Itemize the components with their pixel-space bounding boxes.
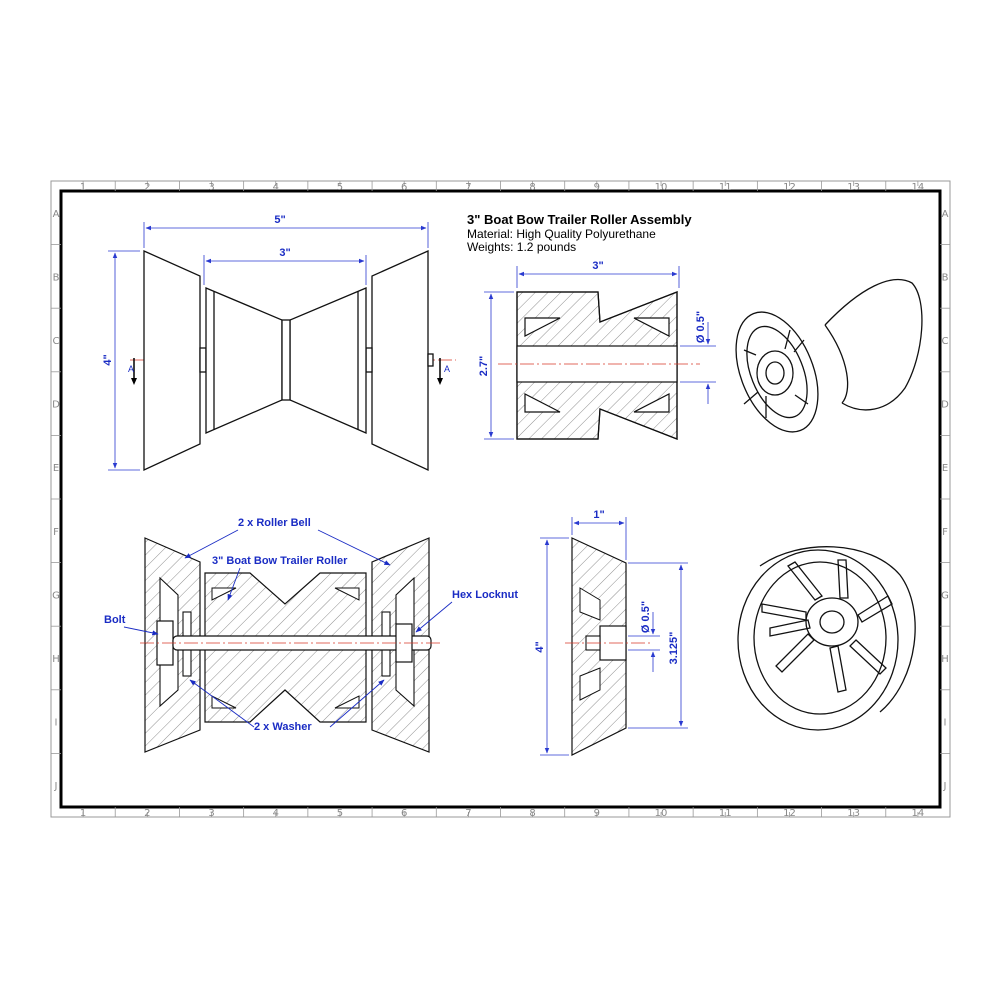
zone-column-label: 3 [208,808,214,819]
zone-column-label: 14 [912,808,925,819]
roller-cavity [524,317,561,337]
dim-roller-bore-label: Ø 0.5" [695,311,707,343]
zone-row-label: A [53,209,60,220]
zone-column-label: 12 [783,182,796,193]
zone-column-label: 14 [912,182,925,193]
svg-text:A: A [444,364,450,374]
zone-column-label: 6 [401,182,407,193]
left-bell [143,249,201,472]
section-mark-right: A [437,358,450,385]
left-hub [199,347,207,373]
zone-row-label: B [942,272,949,283]
zone-row-label: A [942,209,949,220]
zone-column-label: 5 [337,808,343,819]
material-note: Material: High Quality Polyurethane [467,227,656,241]
right-hub [365,347,373,373]
svg-text:A: A [128,364,134,374]
zone-row-label: E [53,463,59,474]
section-mark-left: A [128,358,137,385]
dim-height-label: 4" [102,354,114,365]
zone-row-label: I [55,718,58,729]
front-view: A A 5" 3" 4" [102,214,456,472]
zone-row-label: C [53,336,60,347]
roller-right-half [289,287,367,434]
zone-row-label: C [942,336,949,347]
weight-note: Weights: 1.2 pounds [467,240,576,254]
zone-row-label: I [944,718,947,729]
zone-column-label: 2 [144,182,150,193]
right-bell [371,249,429,472]
zone-column-label: 7 [465,808,471,819]
bolt-end [427,353,434,367]
zone-row-label: J [54,781,58,792]
zone-row-label: G [52,590,60,601]
dim-roller-width-label: 3" [279,247,290,259]
zone-row-label: E [942,463,948,474]
zone-column-label: 8 [529,182,535,193]
zone-column-label: 7 [465,182,471,193]
zone-column-label: 10 [655,182,668,193]
roller-cavity [633,393,670,413]
zone-column-label: 11 [719,808,732,819]
roller-center-band [281,319,291,401]
zone-column-label: 1 [80,182,86,193]
roller-cavity [633,317,670,337]
callout-bolt: Bolt [104,614,126,626]
dim-bell-width-label: 1" [593,509,604,521]
zone-column-label: 2 [144,808,150,819]
zone-row-label: D [52,400,60,411]
title-block: 3" Boat Bow Trailer Roller Assembly Mate… [467,212,692,254]
zone-column-label: 5 [337,182,343,193]
zone-row-label: H [52,654,60,665]
zone-row-label: J [943,781,947,792]
zone-row-label: H [941,654,949,665]
zone-column-label: 12 [783,808,796,819]
zone-row-label: G [941,590,949,601]
callout-roller-bell: 2 x Roller Bell [238,517,311,529]
isometric-view-bottom [737,546,916,731]
zone-column-label: 9 [594,808,600,819]
zone-column-label: 10 [655,808,668,819]
zone-column-label: 1 [80,808,86,819]
isometric-view-top [735,278,923,433]
zone-column-label: 13 [847,808,860,819]
roller-left-half [205,287,283,434]
zone-row-label: F [942,527,948,538]
zone-column-label: 3 [208,182,214,193]
callout-hex-locknut: Hex Locknut [452,589,518,601]
dim-bell-flange-label: 3.125" [668,632,680,665]
zone-column-label: 13 [847,182,860,193]
bell-section-view: 1" 4" 3.125" Ø 0.5" [534,509,688,756]
roller-section-view: 3" 2.7" Ø 0.5" [478,260,716,440]
callout-washer: 2 x Washer [254,721,312,733]
zone-row-label: F [53,527,59,538]
zone-ticks [50,180,951,818]
zone-row-label: D [941,400,949,411]
dim-bell-height-label: 4" [534,641,546,652]
dim-roller-section-width-label: 3" [592,260,603,272]
zone-column-label: 11 [719,182,732,193]
zone-column-label: 6 [401,808,407,819]
dim-overall-width-label: 5" [274,214,285,226]
drawing-title: 3" Boat Bow Trailer Roller Assembly [467,212,692,227]
zone-column-label: 4 [273,808,279,819]
roller-cavity [524,393,561,413]
callout-roller: 3" Boat Bow Trailer Roller [212,555,348,567]
assembly-section-view: 2 x Roller Bell 3" Boat Bow Trailer Roll… [104,517,518,753]
zone-column-label: 9 [594,182,600,193]
dim-bell-bore-label: Ø 0.5" [640,601,652,633]
zone-row-label: B [53,272,60,283]
dim-roller-section-height-label: 2.7" [478,356,490,377]
zone-column-label: 8 [529,808,535,819]
zone-column-label: 4 [273,182,279,193]
